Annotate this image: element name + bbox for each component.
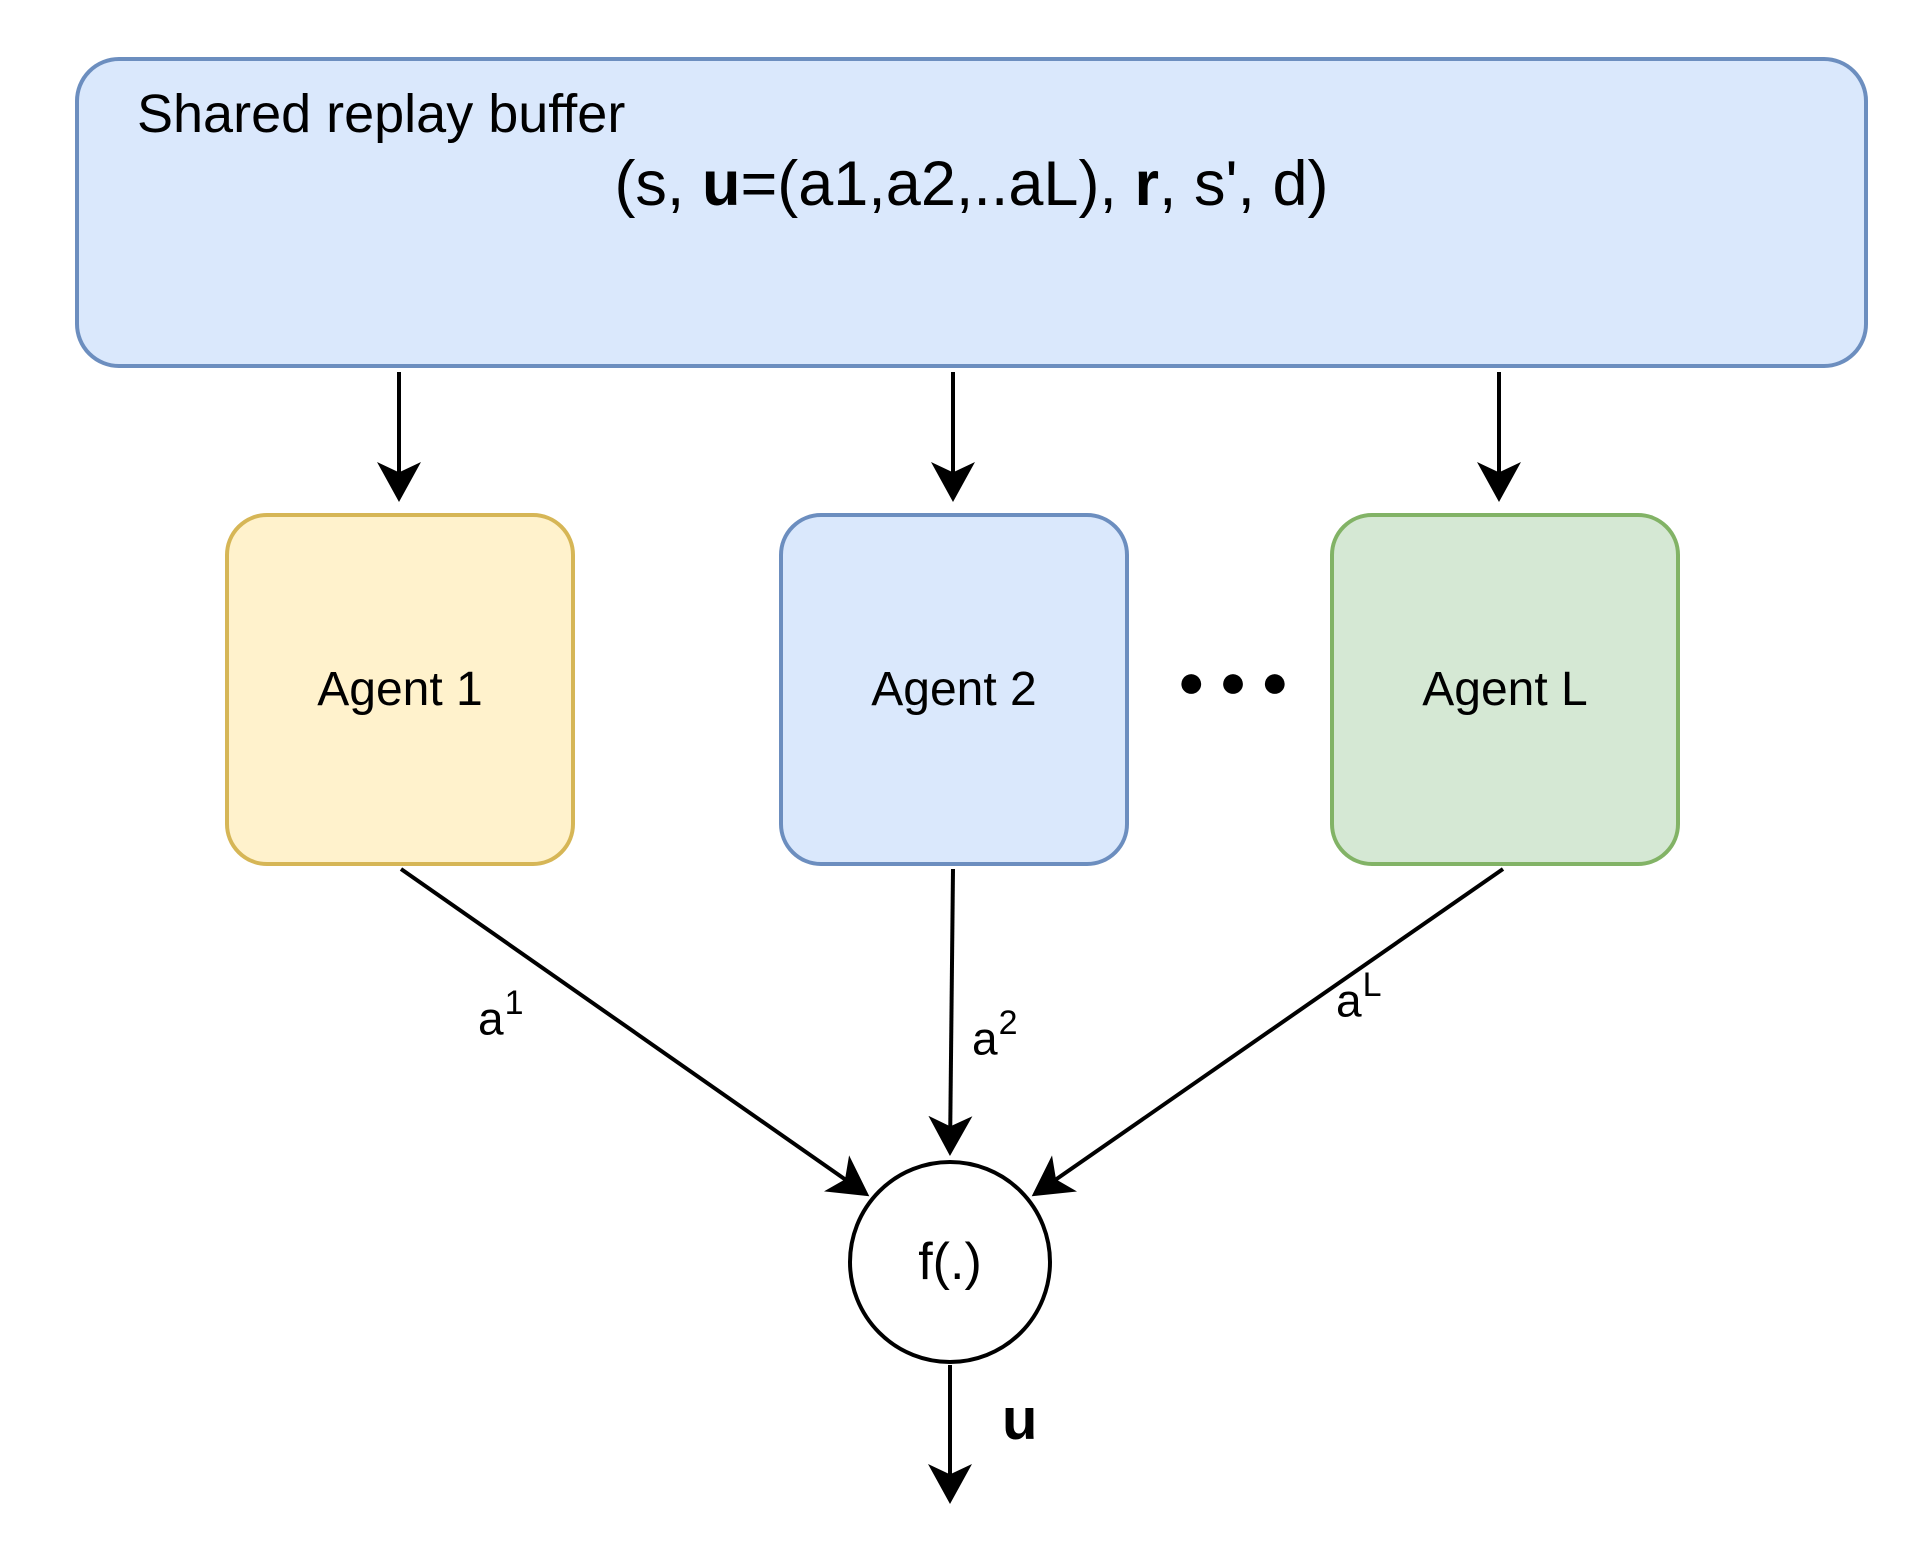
action-al-base: a	[1336, 974, 1362, 1027]
action-a1-sup: 1	[504, 984, 524, 1022]
mixer-function-circle: f(.)	[848, 1160, 1052, 1364]
edge-agentl-to-mixer	[1031, 867, 1505, 1197]
agent-l-box: Agent L	[1330, 513, 1680, 866]
agent-2-label: Agent 2	[871, 663, 1037, 716]
tuple-prefix: (s,	[614, 149, 702, 219]
tuple-mid: =(a1,a2,..aL),	[740, 149, 1135, 219]
agent-2-box: Agent 2	[779, 513, 1129, 866]
action-a2-base: a	[972, 1012, 998, 1065]
action-label-a1: a1	[478, 984, 524, 1045]
tuple-suffix: , s', d)	[1158, 149, 1329, 219]
action-label-al: aL	[1336, 966, 1382, 1027]
action-label-a2: a2	[972, 1004, 1018, 1065]
action-a1-base: a	[478, 992, 504, 1045]
joint-action-output-label: u	[1002, 1387, 1038, 1452]
edge-agent1-to-mixer	[399, 867, 870, 1197]
buffer-transition-tuple: (s, u=(a1,a2,..aL), r, s', d)	[79, 147, 1864, 223]
agent-1-label: Agent 1	[317, 663, 483, 716]
tuple-u: u	[701, 149, 741, 219]
agent-l-label: Agent L	[1422, 663, 1588, 716]
action-a2-sup: 2	[998, 1004, 1018, 1042]
ellipsis-dots: ●●●	[1177, 655, 1303, 707]
edge-agent2-to-mixer	[928, 868, 973, 1156]
agent-1-box: Agent 1	[225, 513, 575, 866]
shared-replay-buffer-box: Shared replay buffer (s, u=(a1,a2,..aL),…	[75, 57, 1868, 368]
mixer-function-label: f(.)	[918, 1233, 982, 1291]
tuple-r: r	[1134, 149, 1159, 219]
buffer-title: Shared replay buffer	[137, 84, 626, 144]
action-al-sup: L	[1362, 966, 1382, 1004]
